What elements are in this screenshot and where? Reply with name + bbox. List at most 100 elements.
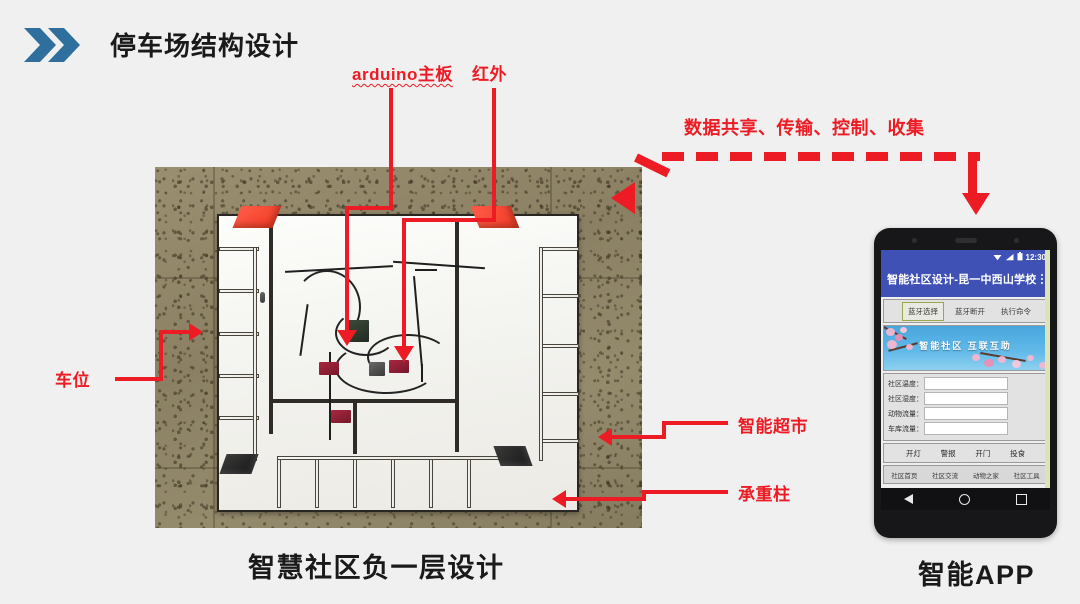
nav-community-tools[interactable]: 社区工具 — [1013, 472, 1040, 480]
bluetooth-tab-row: 蓝牙选择 蓝牙断开 执行命令 — [884, 300, 1047, 322]
page-title: 停车场结构设计 — [110, 31, 300, 61]
support-pillar — [219, 454, 259, 474]
wifi-icon — [993, 253, 1002, 263]
app-title: 智能社区设计-昆一中西山学校 — [887, 274, 1037, 286]
nav-community-home[interactable]: 社区首页 — [891, 472, 918, 480]
smartphone-mockup: 12:30 智能社区设计-昆一中西山学校 蓝牙选择 蓝牙断开 执行命令 — [874, 228, 1057, 538]
arrowhead-parking — [189, 323, 203, 341]
field-row: 社区温度： — [886, 377, 1045, 390]
app-bar-underline — [881, 293, 1050, 297]
label-community-humidity: 社区湿度： — [888, 395, 923, 403]
label-community-temperature: 社区温度： — [888, 380, 923, 388]
input-garage-flow[interactable] — [924, 422, 1008, 435]
leader-infrared-vertical — [492, 88, 496, 222]
bottom-navigation: 社区首页 社区交流 动物之家 社区工具 — [883, 465, 1048, 484]
tab-bluetooth-disconnect[interactable]: 蓝牙断开 — [955, 306, 985, 316]
blossom-decoration — [998, 356, 1006, 363]
annotation-market-label: 智能超市 — [738, 417, 808, 436]
leader-column-vertical — [642, 490, 646, 501]
banner-text: 智能社区 互联互助 — [919, 341, 1012, 351]
tab-bluetooth-select[interactable]: 蓝牙选择 — [902, 301, 944, 321]
leader-column-horizontal-2 — [564, 497, 646, 501]
foam-board-model — [217, 206, 579, 512]
leader-parking-horizontal-1 — [115, 377, 163, 381]
arrowhead-arduino — [337, 330, 357, 346]
scroll-edge-strip — [1045, 250, 1050, 488]
support-pillar — [493, 446, 533, 466]
nav-animal-home[interactable]: 动物之家 — [972, 472, 999, 480]
sensor-module-left — [319, 362, 339, 375]
nav-community-chat[interactable]: 社区交流 — [932, 472, 959, 480]
annotation-infrared-label: 红外 — [472, 65, 507, 84]
small-component — [260, 292, 265, 303]
field-row: 车库流量： — [886, 422, 1045, 435]
back-icon[interactable] — [904, 494, 913, 504]
button-turn-on-light[interactable]: 开灯 — [905, 448, 921, 458]
leader-arduino-vertical — [389, 88, 393, 210]
blossom-decoration — [1039, 362, 1047, 369]
blossom-decoration — [906, 344, 913, 350]
input-animal-flow[interactable] — [924, 407, 1008, 420]
front-camera-icon — [912, 238, 917, 243]
leader-market-horizontal-1 — [662, 421, 728, 425]
home-icon[interactable] — [959, 493, 970, 505]
input-community-humidity[interactable] — [924, 392, 1008, 405]
status-bar: 12:30 — [881, 250, 1050, 265]
floor-seam — [213, 167, 215, 528]
tab-execute-command[interactable]: 执行命令 — [1001, 306, 1031, 316]
android-system-nav — [881, 488, 1050, 510]
button-alarm[interactable]: 警报 — [940, 448, 956, 458]
arrowhead-column — [552, 490, 566, 508]
input-community-temperature[interactable] — [924, 377, 1008, 390]
battery-icon — [1017, 252, 1023, 263]
dashed-connector — [662, 152, 980, 161]
sensor-module-bottom — [331, 410, 351, 423]
app-banner: 智能社区 互联互助 — [883, 325, 1048, 371]
button-feed[interactable]: 投食 — [1010, 448, 1026, 458]
blossom-decoration — [900, 327, 907, 333]
leader-arduino-horizontal — [345, 206, 393, 210]
kebab-menu-icon[interactable] — [1038, 274, 1046, 284]
status-time: 12:30 — [1025, 253, 1046, 262]
blossom-decoration — [886, 328, 895, 336]
sensor-fields-panel: 社区温度： 社区湿度： 动物流量： 车库流量： — [883, 373, 1048, 441]
label-garage-flow: 车库流量： — [888, 425, 923, 433]
phone-screen: 12:30 智能社区设计-昆一中西山学校 蓝牙选择 蓝牙断开 执行命令 — [881, 250, 1050, 488]
leader-parking-horizontal-2 — [159, 330, 191, 334]
annotation-arduino-label: arduino主板 — [352, 65, 453, 84]
sensor-icon — [1014, 238, 1019, 243]
double-chevron-icon — [22, 24, 84, 66]
leader-infrared-horizontal — [402, 218, 496, 222]
leader-parking-vertical — [159, 330, 163, 381]
field-row: 社区湿度： — [886, 392, 1045, 405]
leader-market-vertical — [662, 421, 666, 439]
arrowhead-to-photo — [611, 182, 635, 214]
action-button-row: 开灯 警报 开门 投食 — [883, 443, 1048, 463]
arrowhead-market — [598, 428, 612, 446]
annotation-data-link-label: 数据共享、传输、控制、收集 — [684, 118, 925, 138]
button-open-door[interactable]: 开门 — [975, 448, 991, 458]
annotation-parking-label: 车位 — [55, 371, 90, 390]
earpiece-speaker — [954, 238, 977, 243]
recents-icon[interactable] — [1016, 493, 1027, 505]
label-animal-flow: 动物流量： — [888, 410, 923, 418]
photo-caption: 智慧社区负一层设计 — [248, 553, 505, 583]
bluetooth-tab-panel: 蓝牙选择 蓝牙断开 执行命令 — [883, 299, 1048, 323]
blossom-decoration — [887, 340, 897, 349]
leader-arduino-drop — [345, 206, 349, 334]
sensor-module-center — [369, 362, 385, 376]
signal-icon — [1005, 253, 1014, 263]
sensor-module-right — [389, 360, 409, 373]
blossom-decoration — [984, 359, 994, 367]
leader-market-horizontal-2 — [610, 435, 666, 439]
phone-caption: 智能APP — [918, 560, 1036, 590]
blossom-decoration — [1012, 360, 1021, 368]
annotation-column-label: 承重柱 — [738, 485, 791, 504]
red-ramp-block — [232, 206, 282, 228]
app-bar: 智能社区设计-昆一中西山学校 — [881, 265, 1050, 293]
blossom-decoration — [972, 354, 980, 361]
arrowhead-to-phone — [962, 193, 990, 215]
leader-infrared-drop — [402, 218, 406, 350]
leader-data-link-drop — [968, 152, 977, 196]
